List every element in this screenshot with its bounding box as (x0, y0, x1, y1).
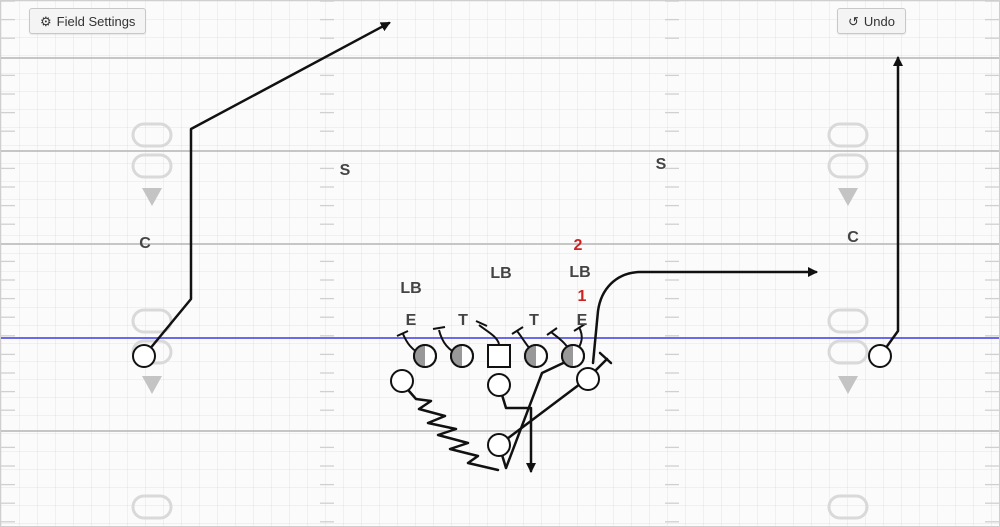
block-arc (478, 324, 500, 345)
block-cap (598, 351, 613, 365)
label-end-left[interactable]: E (406, 312, 417, 329)
label-end-right[interactable]: E (577, 312, 588, 329)
route-tight-end[interactable] (497, 383, 536, 473)
player-right-receiver[interactable] (868, 344, 892, 368)
yard-number-shape (131, 153, 173, 179)
yard-numbers (131, 122, 869, 520)
yard-number-shape (827, 122, 869, 148)
label-tackle-left[interactable]: T (458, 312, 468, 329)
gear-icon: ⚙ (40, 13, 52, 29)
route-running-back[interactable] (497, 355, 578, 470)
block-cap (475, 320, 488, 327)
read-order-1: 1 (578, 288, 587, 305)
block-cap (432, 326, 446, 330)
field-settings-button[interactable]: ⚙ Field Settings (29, 8, 147, 34)
undo-icon: ↺ (848, 13, 859, 29)
player-center[interactable] (487, 344, 511, 368)
block-cap (573, 323, 586, 332)
player-running-back[interactable] (487, 433, 511, 457)
label-corner-left[interactable]: C (139, 235, 151, 252)
player-right-guard[interactable] (524, 344, 548, 368)
block-cap (396, 330, 409, 337)
player-left-tackle[interactable] (413, 344, 437, 368)
block-cap (546, 327, 558, 336)
player-left-receiver[interactable] (132, 344, 156, 368)
yard-number-shape (827, 308, 869, 334)
route-slot-receiver[interactable] (591, 267, 818, 365)
yard-direction-arrows (142, 188, 858, 394)
read-order-2: 2 (574, 237, 583, 254)
player-quarterback[interactable] (487, 373, 511, 397)
label-safety-right[interactable]: S (656, 156, 667, 173)
yard-number-shape (827, 494, 869, 520)
yard-lines (1, 57, 999, 432)
player-wing[interactable] (390, 369, 414, 393)
label-tackle-right[interactable]: T (529, 312, 539, 329)
route-right-receiver[interactable] (878, 56, 903, 358)
block-cap (511, 326, 524, 335)
label-linebacker-left[interactable]: LB (400, 280, 421, 297)
label-linebacker-middle[interactable]: LB (490, 265, 511, 282)
direction-triangle (838, 188, 858, 206)
label-safety-left[interactable]: S (340, 162, 351, 179)
motion-zigzag[interactable] (400, 381, 500, 472)
yard-number-shape (131, 308, 173, 334)
player-slot-receiver[interactable] (576, 367, 600, 391)
yard-number-shape (827, 153, 869, 179)
label-linebacker-right[interactable]: LB (569, 264, 590, 281)
label-corner-right[interactable]: C (847, 229, 859, 246)
route-left-receiver[interactable] (142, 21, 391, 358)
player-left-guard[interactable] (450, 344, 474, 368)
undo-label: Undo (863, 13, 895, 29)
yard-number-shape (131, 494, 173, 520)
direction-triangle (838, 376, 858, 394)
field-settings-label: Field Settings (56, 13, 136, 29)
yard-number-shape (131, 122, 173, 148)
direction-triangle (142, 376, 162, 394)
yard-number-shape (827, 339, 869, 365)
undo-button[interactable]: ↺ Undo (837, 8, 906, 34)
player-right-tackle[interactable] (561, 344, 585, 368)
direction-triangle (142, 188, 162, 206)
